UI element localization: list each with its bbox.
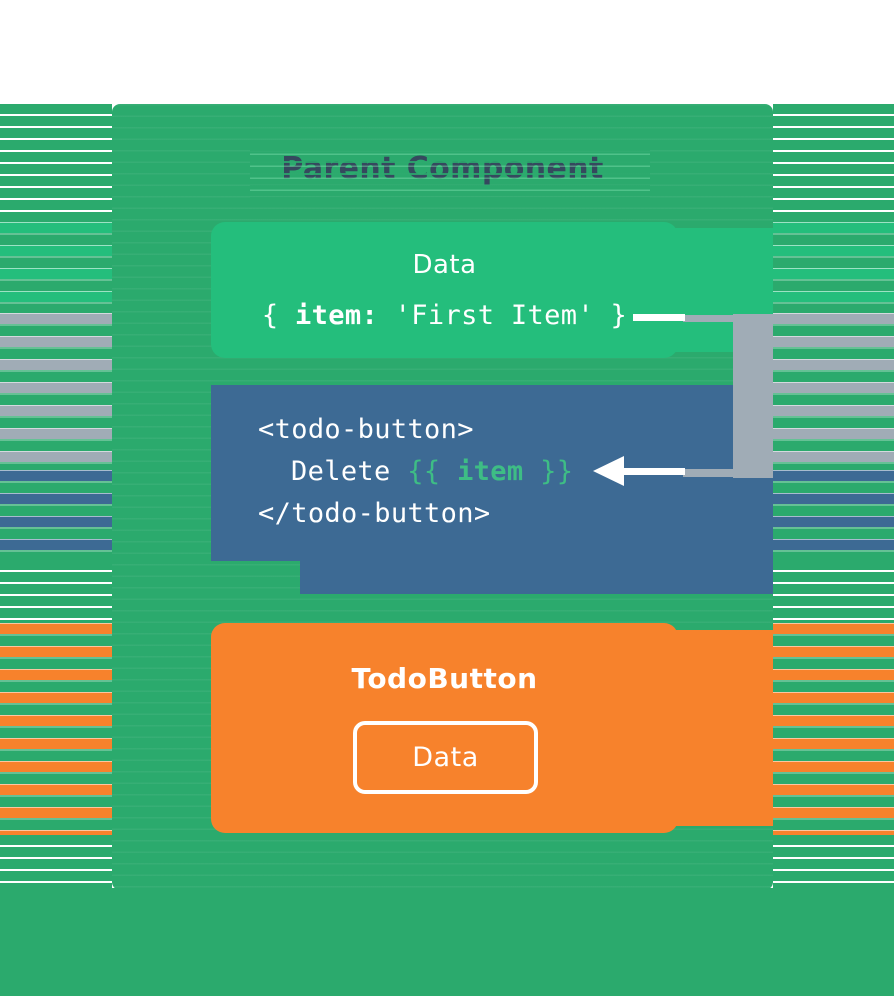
- stripe-zone-template: [0, 470, 112, 560]
- arrow-left-icon: [593, 456, 624, 486]
- stripe-zone-todobutton: [0, 623, 112, 835]
- stripe-zone-connector: [773, 313, 894, 470]
- todobutton-heading: TodoButton: [351, 662, 538, 695]
- bottom-green-slab: [0, 888, 894, 996]
- stripe-zone-template: [773, 470, 894, 560]
- prop-connector-line-bottom: [683, 469, 735, 477]
- ghost-stripes-right: [773, 104, 894, 888]
- stripe-zone-green-bottom: [773, 835, 894, 888]
- todobutton-box-ghost: [664, 630, 773, 826]
- data-box-heading: Data: [412, 250, 477, 280]
- data-box: [211, 222, 678, 358]
- mustache-close: }}: [523, 456, 574, 487]
- stripe-zone-green-top: [773, 104, 894, 222]
- title-interlace-garble: [250, 146, 650, 198]
- prop-connector-bar: [733, 314, 773, 478]
- stripe-zone-todobutton: [773, 623, 894, 835]
- stripe-zone-data: [773, 222, 894, 313]
- stripe-zone-green-top: [0, 104, 112, 222]
- code-line-interpolation: Delete {{ item }}: [291, 456, 573, 487]
- stripe-zone-connector: [0, 313, 112, 470]
- code-line-close-tag: </todo-button>: [258, 498, 491, 529]
- stripe-zone-green-mid: [0, 560, 112, 623]
- code-line-open-tag: <todo-button>: [258, 414, 474, 445]
- item-variable: item: [457, 456, 524, 487]
- ghost-stripes-left: [0, 104, 112, 888]
- stripe-zone-green-bottom: [0, 835, 112, 888]
- todobutton-box: [211, 623, 678, 833]
- data-box-code: { item: 'First Item' }: [211, 300, 678, 331]
- stripe-zone-green-mid: [773, 560, 894, 623]
- code-item-value: 'First Item' }: [378, 300, 628, 331]
- todobutton-data-button: Data: [353, 721, 538, 794]
- stripe-zone-data: [0, 222, 112, 313]
- mustache-open: {{: [407, 456, 458, 487]
- prop-connector-line-white: [633, 314, 685, 321]
- prop-arrow-shaft: [620, 468, 685, 475]
- code-open-brace: {: [261, 300, 296, 331]
- todobutton-data-label: Data: [412, 742, 479, 773]
- code-delete-text: Delete: [291, 456, 408, 487]
- code-item-key: item:: [295, 300, 379, 331]
- prop-connector-line-top: [683, 315, 735, 322]
